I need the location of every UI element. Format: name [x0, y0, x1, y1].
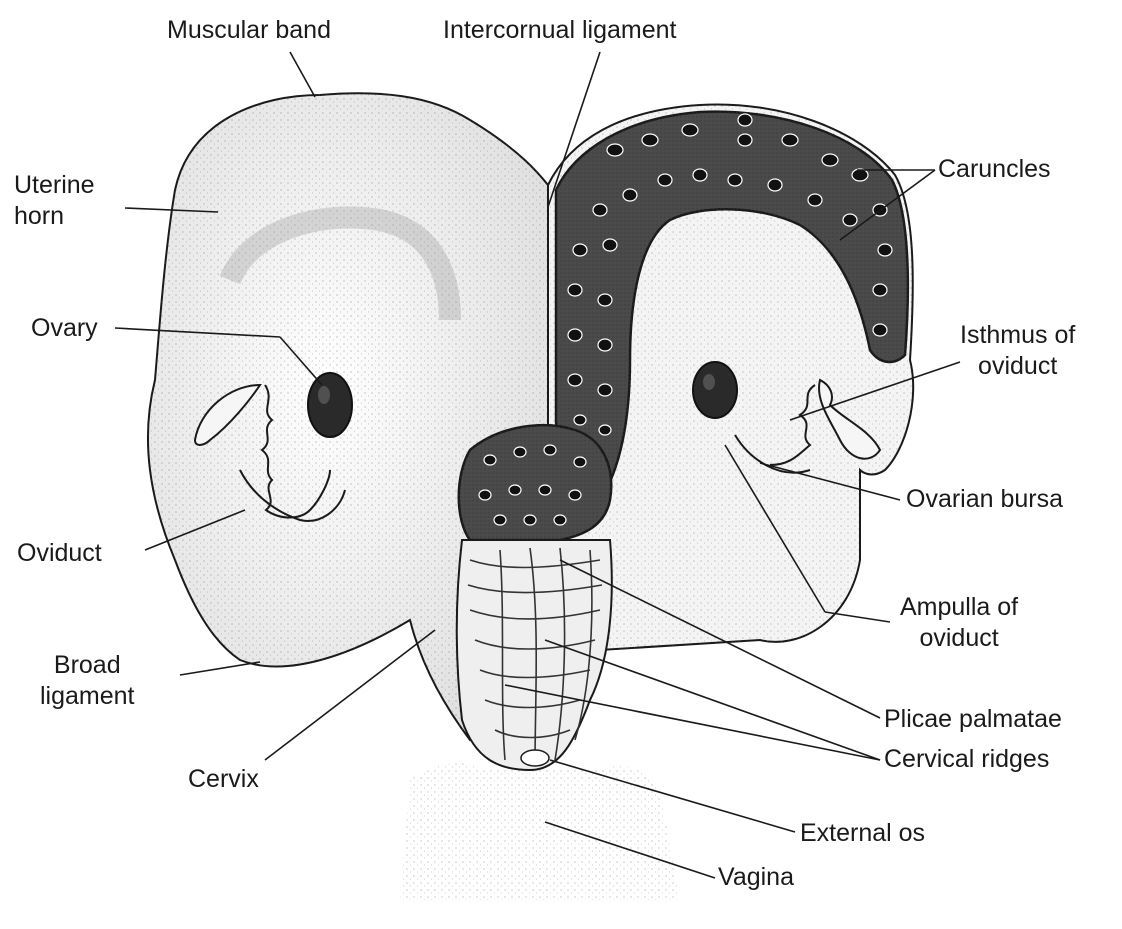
label-ovary: Ovary: [31, 313, 98, 344]
label-caruncles: Caruncles: [938, 154, 1051, 185]
label-cervical-ridges: Cervical ridges: [884, 744, 1049, 775]
label-broad-ligament-line2: ligament: [40, 681, 135, 712]
label-ampulla-line1: Ampulla of: [900, 592, 1018, 623]
label-isthmus-line1: Isthmus of: [960, 320, 1075, 351]
label-plicae-palmatae: Plicae palmatae: [884, 704, 1062, 735]
vagina-region: [400, 763, 680, 900]
label-uterine-horn: Uterine horn: [14, 170, 95, 232]
label-ampulla-of-oviduct: Ampulla of oviduct: [900, 592, 1018, 654]
left-ovary: [308, 373, 352, 437]
label-ovarian-bursa: Ovarian bursa: [906, 484, 1063, 515]
label-cervix: Cervix: [188, 764, 259, 795]
label-broad-ligament-line1: Broad: [40, 650, 135, 681]
label-broad-ligament: Broad ligament: [40, 650, 135, 712]
right-ovary: [693, 362, 737, 418]
label-uterine-horn-line1: Uterine: [14, 170, 95, 201]
label-intercornual-ligament: Intercornual ligament: [443, 15, 676, 46]
label-muscular-band: Muscular band: [167, 15, 331, 46]
label-external-os: External os: [800, 818, 925, 849]
label-vagina: Vagina: [718, 862, 794, 893]
external-os-opening: [521, 750, 549, 766]
label-uterine-horn-line2: horn: [14, 201, 95, 232]
label-oviduct: Oviduct: [17, 538, 102, 569]
label-ampulla-line2: oviduct: [900, 623, 1018, 654]
label-isthmus-of-oviduct: Isthmus of oviduct: [960, 320, 1075, 382]
label-isthmus-line2: oviduct: [960, 351, 1075, 382]
